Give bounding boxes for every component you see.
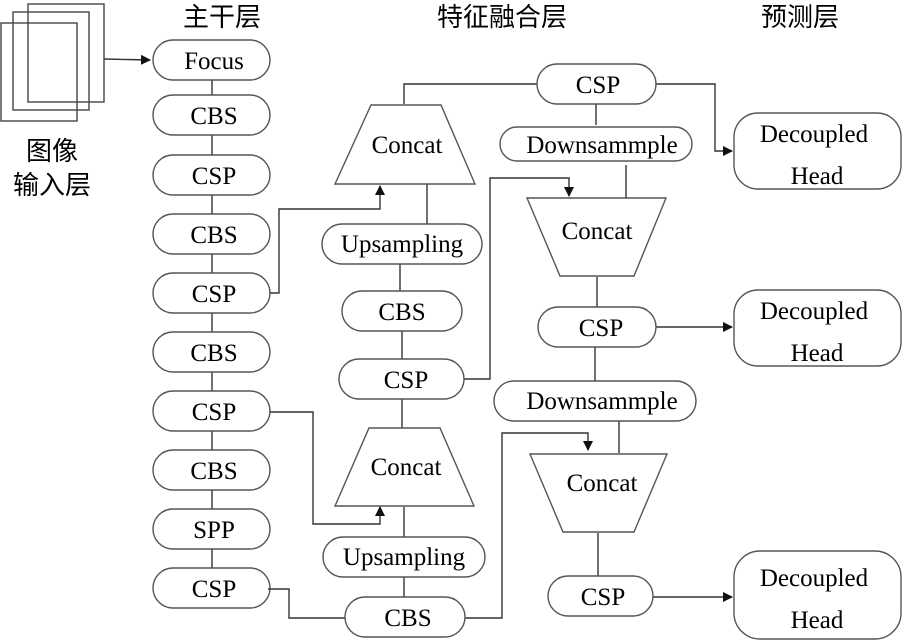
upsampling-low-node: Upsampling [322,536,486,578]
neck-right-edges [594,104,627,576]
svg-text:Concat: Concat [562,218,633,245]
concat-right-low-node: Concat [528,453,669,533]
svg-text:CSP: CSP [576,72,620,99]
svg-text:Concat: Concat [371,454,442,481]
backbone-node-cbs: CBS [152,331,271,373]
svg-text:Concat: Concat [372,132,443,159]
svg-text:CBS: CBS [190,103,237,130]
edge-head-1 [656,83,733,156]
decoupled-head-2: Decoupled Head [733,289,902,367]
cbs-bottom-node: CBS [344,596,466,638]
svg-text:CSP: CSP [384,367,428,394]
head-title: 预测层 [761,3,839,33]
svg-text:CBS: CBS [384,605,431,632]
svg-text:Head: Head [791,163,844,190]
upsampling-top-node: Upsampling [321,223,483,265]
backbone-title: 主干层 [183,3,261,33]
csp-right-mid-node: CSP [537,306,657,348]
concat-right-top-node: Concat [525,197,668,277]
svg-text:Concat: Concat [567,470,638,497]
svg-text:CSP: CSP [579,315,623,342]
svg-text:Decoupled: Decoupled [760,121,869,148]
decoupled-head-1: Decoupled Head [733,112,902,190]
image-stack-icon [0,3,105,122]
neck-title: 特征融合层 [437,3,567,33]
svg-text:Upsampling: Upsampling [341,231,464,258]
svg-text:CBS: CBS [190,222,237,249]
concat-low-node: Concat [333,427,476,507]
backbone-node-csp: CSP [152,567,271,609]
edge-csp-cbs-bottom [268,588,345,619]
backbone-node-focus: Focus [152,39,271,81]
svg-text:Decoupled: Decoupled [760,298,869,325]
edge-input-focus [103,54,151,65]
cbs-mid-node: CBS [341,290,463,332]
decoupled-head-3: Decoupled Head [733,550,902,640]
svg-text:Head: Head [791,607,844,634]
backbone-node-csp: CSP [152,154,271,196]
svg-text:SPP: SPP [193,517,235,544]
svg-text:CSP: CSP [581,584,625,611]
edge-concat-csp-top [403,83,537,104]
svg-text:Downsammple: Downsammple [526,132,677,159]
backbone-node-spp: SPP [152,508,271,550]
svg-text:Decoupled: Decoupled [760,565,869,592]
edge-csp-concat-right-top [464,177,574,380]
svg-text:CSP: CSP [192,163,236,190]
csp-right-bottom-node: CSP [547,575,654,617]
backbone-node-cbs: CBS [152,449,271,491]
neck-mid-edges [399,184,428,597]
edge-csp-concat-top [270,185,385,294]
concat-top-node: Concat [333,104,477,185]
svg-text:CBS: CBS [190,340,237,367]
backbone-node-cbs: CBS [152,213,271,255]
svg-text:CSP: CSP [192,399,236,426]
backbone-node-csp: CSP [152,272,271,314]
input-label-line1: 图像 [26,137,78,167]
svg-text:CSP: CSP [192,281,236,308]
svg-text:Downsammple: Downsammple [526,388,677,415]
csp-mid-node: CSP [338,358,465,400]
input-label-line2: 输入层 [13,171,91,201]
backbone-node-cbs: CBS [152,94,271,136]
edge-cbs-concat-right-low [464,432,593,619]
edge-csp-concat-low [270,411,385,525]
svg-text:CBS: CBS [190,458,237,485]
csp-top-right-node: CSP [536,63,657,105]
svg-text:CSP: CSP [192,576,236,603]
svg-text:Head: Head [791,340,844,367]
backbone-node-csp: CSP [152,390,271,432]
svg-text:Upsampling: Upsampling [343,544,466,571]
svg-text:CBS: CBS [378,299,425,326]
downsample-top-node: Downsammple [499,126,693,162]
svg-text:Focus: Focus [184,48,244,75]
downsample-low-node: Downsammple [493,380,697,422]
